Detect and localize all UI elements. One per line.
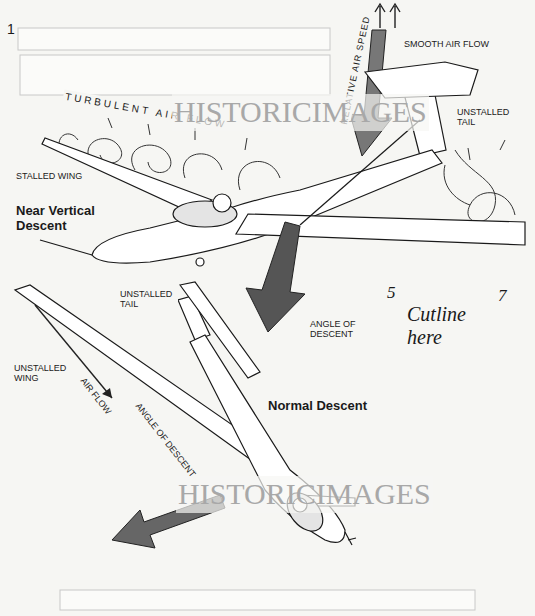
view-title: Near Vertical Descent: [14, 203, 110, 235]
part-label: STALLED WING: [14, 170, 84, 182]
handwritten-note: Cutline here: [405, 302, 489, 350]
part-label: UNSTALLED TAIL: [118, 288, 178, 311]
page-number: 1: [5, 20, 17, 38]
watermark: HISTORICIMAGES: [176, 476, 433, 513]
part-label: UNSTALLED TAIL: [455, 106, 523, 129]
airflow-label: SMOOTH AIR FLOW: [402, 38, 491, 50]
view-title: Normal Descent: [266, 398, 369, 415]
handwritten-note: 5: [385, 282, 398, 304]
arrow-label: ANGLE OF DESCENT: [308, 318, 384, 341]
watermark: HISTORICIMAGES: [172, 94, 429, 131]
handwritten-note: 7: [496, 285, 509, 307]
part-label: UNSTALLED WING: [12, 362, 72, 385]
